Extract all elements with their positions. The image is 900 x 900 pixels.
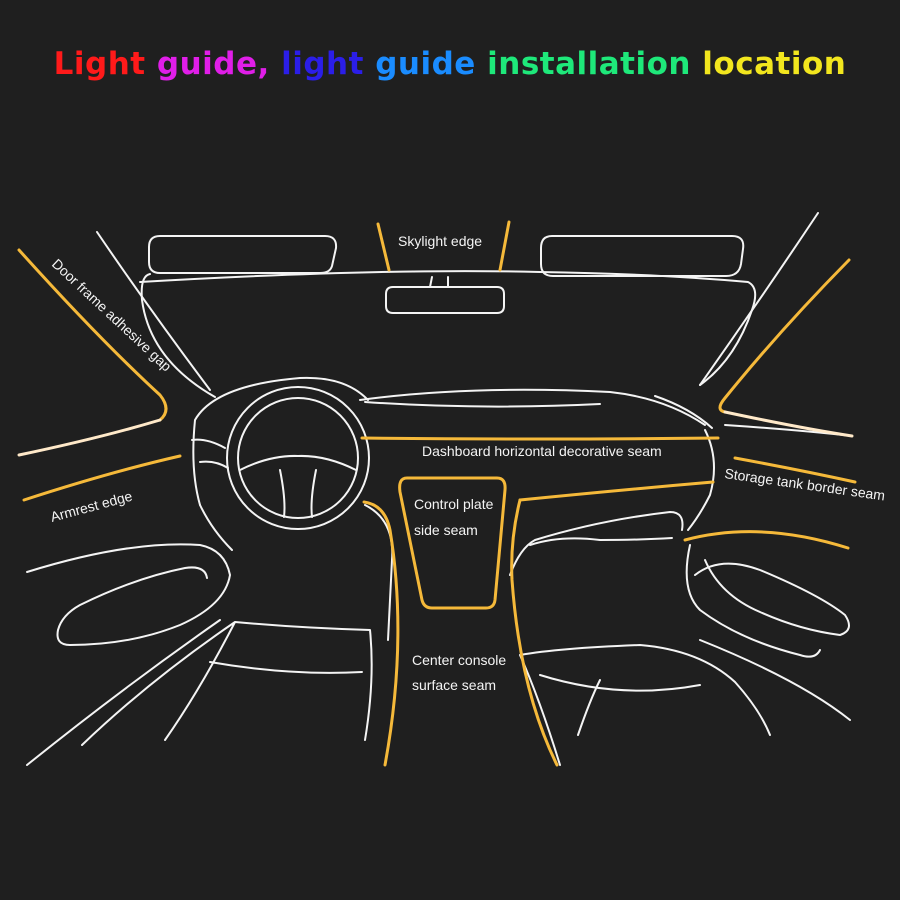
diagram-title: Light guide, light guide installation lo… [0, 46, 900, 82]
label-skylight-edge: Skylight edge [398, 233, 482, 249]
left-door-lower [26, 619, 221, 766]
right-seat [519, 639, 851, 766]
left-sun-visor [148, 235, 338, 274]
title-word-2: guide, [156, 46, 282, 82]
storage-tank-lower-guide [518, 480, 715, 502]
windshield-frame [139, 270, 757, 398]
label-control-plate-2: side seam [414, 522, 478, 538]
skylight-edge-left-guide [376, 222, 391, 272]
label-center-console-2: surface seam [412, 677, 496, 693]
steering-housing [192, 376, 369, 506]
mirror-mount [429, 276, 449, 288]
label-center-console-1: Center console [412, 652, 506, 668]
left-a-pillar [96, 231, 211, 391]
dashboard-seam-guide [360, 436, 720, 441]
title-word-3: light [281, 46, 376, 82]
left-door-armrest [26, 543, 231, 646]
left-seat [81, 621, 373, 746]
right-dash [529, 429, 715, 546]
title-word-4: guide [375, 46, 488, 82]
door-frame-glow [17, 418, 162, 457]
right-door-frame-guide [718, 258, 851, 414]
title-word-6: location [702, 46, 847, 82]
steering-wheel-outer [226, 386, 370, 530]
left-side-dash [191, 438, 233, 551]
steering-wheel-hub [239, 454, 357, 518]
storage-tank-seam-guide [733, 456, 857, 484]
center-console-left-guide [362, 500, 400, 767]
steering-wheel-inner [237, 397, 359, 519]
label-control-plate-1: Control plate [414, 496, 494, 512]
skylight-edge-right-guide [498, 220, 511, 272]
dashboard-top [359, 388, 713, 429]
light-guide-lines [17, 220, 857, 767]
center-console [364, 504, 684, 641]
right-door-armrest [685, 544, 850, 658]
door-frame-guide [17, 248, 168, 422]
title-word-5: installation [487, 46, 703, 82]
armrest-edge-guide [22, 454, 182, 502]
right-sun-visor [540, 235, 745, 277]
label-dashboard-seam: Dashboard horizontal decorative seam [422, 443, 662, 459]
rear-view-mirror [385, 286, 505, 314]
right-armrest-guide [683, 530, 850, 550]
control-plate-guide [398, 476, 507, 610]
right-door-frame-glow [723, 410, 854, 438]
right-a-pillar [699, 212, 819, 386]
center-console-right-guide [510, 498, 559, 767]
label-armrest-edge: Armrest edge [49, 488, 135, 525]
title-word-1: Light [53, 46, 157, 82]
interior-outline [26, 212, 853, 766]
